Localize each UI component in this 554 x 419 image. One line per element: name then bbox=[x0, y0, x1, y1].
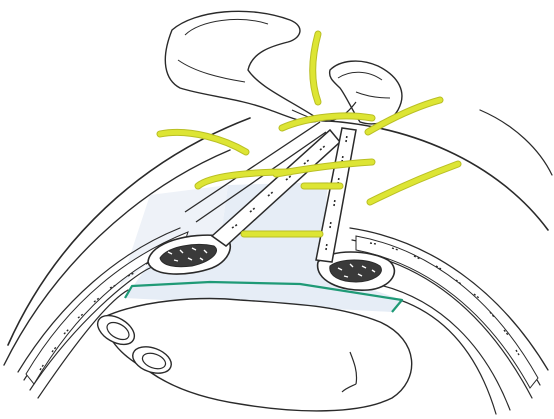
suture-7 bbox=[370, 164, 458, 202]
